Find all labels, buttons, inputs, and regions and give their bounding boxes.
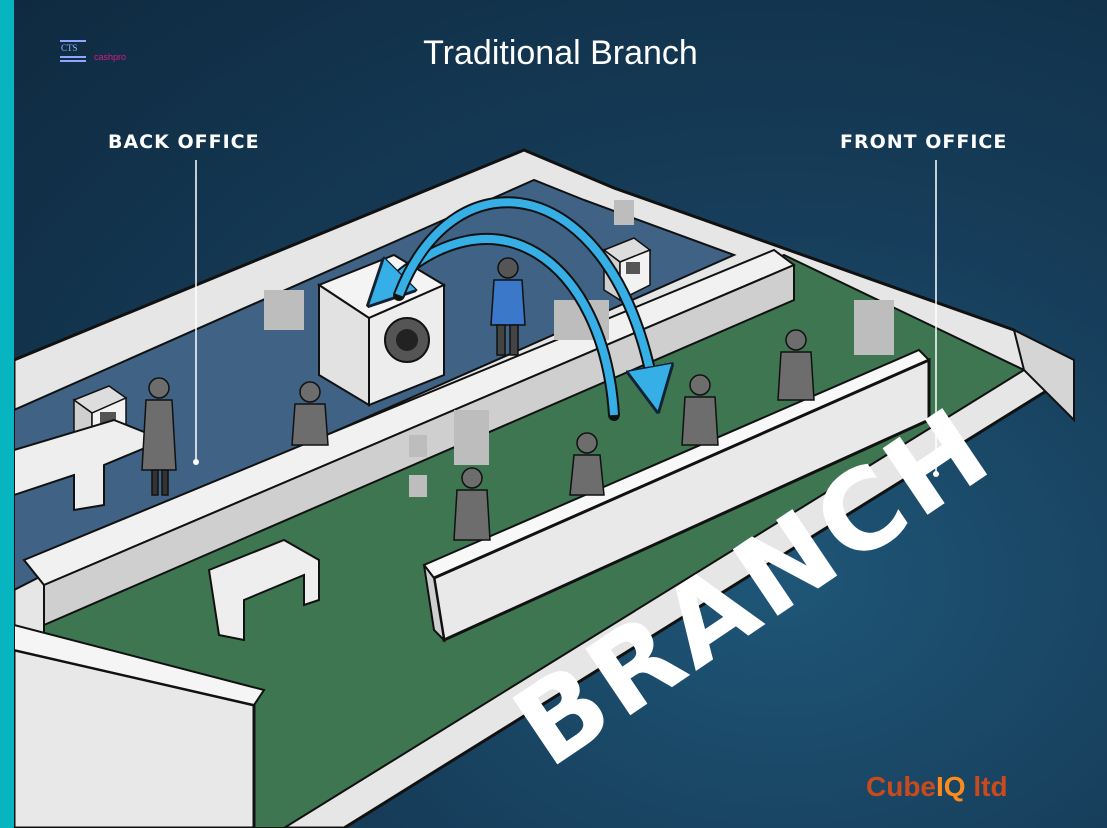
vault-safe-icon (316, 253, 447, 407)
logo-text: cashpro (94, 52, 127, 62)
person-icon (681, 374, 719, 446)
teller-counter (422, 348, 931, 643)
back-desk (14, 418, 167, 512)
right-end-wall (1012, 328, 1075, 423)
slide: CTS cashpro Traditional Branch (14, 0, 1107, 828)
branch-illustration: BRANCH (14, 148, 1075, 828)
cubeiq-logo: CubeIQ ltd (866, 771, 1008, 803)
person-icon (141, 377, 177, 496)
logo-mark-text: CTS (61, 43, 78, 53)
brand-part3: ltd (965, 771, 1008, 802)
front-office-label: FRONT OFFICE (840, 131, 1008, 153)
person-icon (453, 467, 491, 541)
brand-part2: IQ (936, 771, 966, 802)
cashpro-logo: CTS cashpro (60, 40, 180, 70)
person-icon (569, 432, 605, 496)
logo-mark-icon: CTS (60, 40, 88, 64)
brand-part1: Cube (866, 771, 936, 802)
person-icon (291, 381, 329, 446)
front-desk (207, 538, 320, 642)
back-office-label: BACK OFFICE (108, 131, 260, 153)
page-title: Traditional Branch (423, 34, 698, 72)
person-icon (490, 257, 526, 356)
person-icon (777, 329, 815, 401)
